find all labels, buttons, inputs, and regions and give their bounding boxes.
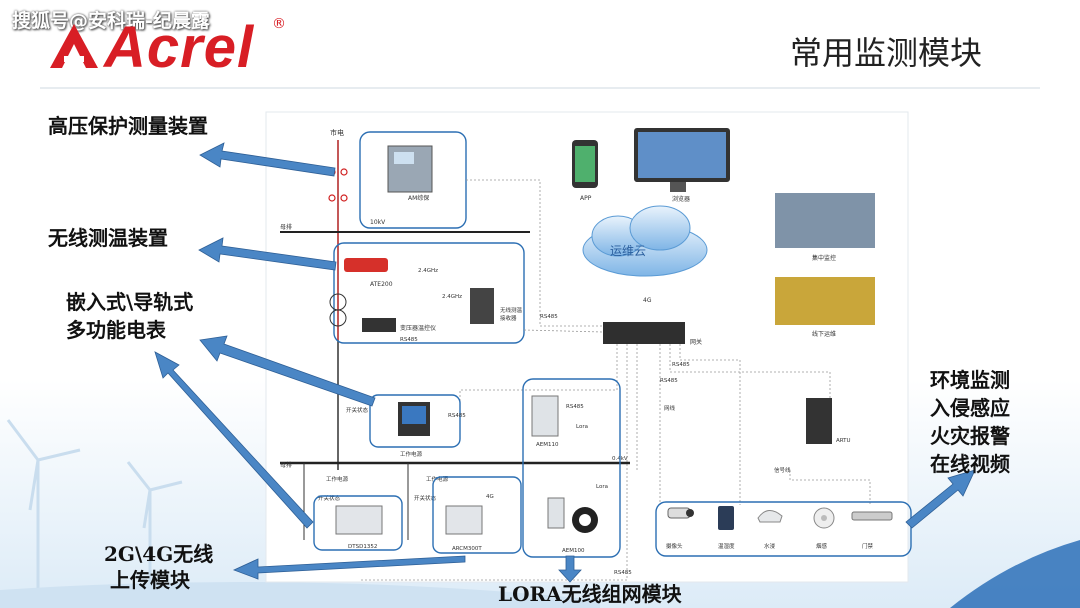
- rs485-label-6: RS485: [566, 404, 584, 410]
- busbar-label-top: 母排: [280, 223, 292, 231]
- mains-label: 市电: [330, 128, 344, 137]
- work-power-label-2: 工作电源: [326, 475, 349, 483]
- callout-wireless-line2: 上传模块: [110, 568, 190, 592]
- arrow-meter: [199, 335, 376, 407]
- sensors-box: [655, 501, 912, 557]
- gateway-device-icon: [603, 322, 685, 344]
- receiver-label-1: 无线测温: [500, 306, 523, 314]
- switch-state-label-3: 开关状态: [414, 494, 437, 502]
- arcm-meter-icon: [445, 505, 483, 535]
- busbar-label-bottom: 母排: [280, 461, 292, 469]
- callout-meter-line1: 嵌入式\导轨式: [66, 290, 194, 314]
- rs485-label-1: RS485: [400, 337, 418, 343]
- aem100-label: AEM100: [562, 548, 585, 554]
- receiver-label-2: 接收器: [500, 314, 517, 322]
- water-leak-icon: [757, 510, 783, 523]
- arrow-env: [905, 469, 976, 529]
- offline-label: 线下运维: [812, 330, 836, 338]
- diagram-canvas: [265, 111, 909, 583]
- arrow-hv: [199, 142, 336, 177]
- sensor-label-1: 温湿度: [718, 542, 735, 550]
- artu-label: ARTU: [836, 438, 851, 444]
- aem110-device-icon: [531, 395, 559, 437]
- watermark-text: 搜狐号@安科瑞-纪晨露: [12, 10, 210, 32]
- callout-wireless-temp: 无线测温装置: [48, 226, 168, 250]
- aem110-label: AEM110: [536, 442, 559, 448]
- artu-device-icon: [806, 398, 832, 444]
- rs485-label-7: RS485: [614, 570, 632, 576]
- dtsd-meter-icon: [335, 505, 383, 535]
- meter-box: [369, 394, 461, 448]
- dtsd-label: DTSD1352: [348, 544, 377, 550]
- rs485-label-4: RS485: [660, 378, 678, 384]
- arrow-meter-low: [154, 351, 314, 529]
- central-label: 集中监控: [812, 254, 836, 262]
- callout-env-line4: 在线视频: [930, 452, 1010, 476]
- lora-label-2: Lora: [596, 484, 608, 490]
- rs485-label-5: RS485: [448, 413, 466, 419]
- am-protection-label: AM综保: [408, 194, 429, 202]
- kv10-label: 10kV: [370, 219, 386, 226]
- registered-mark: ®: [272, 16, 286, 32]
- sensor-label-0: 摄像头: [666, 542, 683, 550]
- temp-humidity-icon: [718, 506, 734, 530]
- arcm-label: ARCM300T: [452, 546, 482, 552]
- arrow-lora: [558, 555, 582, 583]
- callout-env-line3: 火灾报警: [930, 424, 1010, 448]
- callout-lora: LORA无线组网模块: [498, 582, 682, 606]
- ate200-sensor-icon: [344, 258, 388, 272]
- wireless-temp-box: [333, 242, 525, 344]
- slide-title: 常用监测模块: [790, 34, 983, 72]
- offline-maintenance-photo: [775, 277, 875, 325]
- sensor-label-2: 水浸: [764, 542, 776, 550]
- switch-state-label-1: 开关状态: [346, 406, 369, 414]
- g4-label-2: 4G: [486, 494, 494, 500]
- sensor-label-3: 烟感: [816, 542, 828, 550]
- transformer-controller-icon: [362, 318, 396, 332]
- gateway-label: 网关: [690, 338, 702, 346]
- camera-icon: [667, 507, 694, 519]
- door-access-icon: [851, 511, 893, 521]
- switch-state-label-2: 开关状态: [318, 494, 341, 502]
- arcm-box: [432, 476, 522, 554]
- smoke-detector-icon: [813, 507, 835, 529]
- signal-line-label: 信号线: [774, 466, 791, 474]
- rs485-label-2: RS485: [540, 314, 558, 320]
- browser-label: 浏览器: [672, 195, 690, 203]
- ghz-label-2: 2.4GHz: [442, 294, 462, 300]
- brand-logo-text: Acrel: [104, 15, 255, 80]
- lora-label-1: Lora: [576, 424, 588, 430]
- work-power-label-1: 工作电源: [400, 450, 423, 458]
- rs485-label-3: RS485: [672, 362, 690, 368]
- callout-meter-line2: 多功能电表: [66, 318, 166, 342]
- acrel-logo-icon: [50, 24, 98, 68]
- g4-label: 4G: [643, 297, 652, 304]
- dtsd-box: [313, 495, 403, 551]
- callout-env-line1: 环境监测: [930, 368, 1010, 392]
- transformer-ctrl-label: 变压器温控仪: [400, 324, 436, 332]
- network-line-label: 网线: [664, 404, 676, 412]
- callout-hv-protection: 高压保护测量装置: [48, 114, 208, 138]
- receiver-device-icon: [470, 288, 494, 324]
- callout-env-line2: 入侵感应: [930, 396, 1010, 420]
- ate200-label: ATE200: [370, 281, 393, 288]
- arrow-wireless-temp: [198, 237, 337, 271]
- cloud-icon: [582, 205, 708, 277]
- app-label: APP: [580, 195, 592, 202]
- ghz-label-1: 2.4GHz: [418, 268, 438, 274]
- sensor-label-4: 门禁: [862, 542, 874, 550]
- arrow-wireless-upload: [232, 555, 466, 580]
- cloud-label: 运维云: [610, 244, 646, 258]
- work-power-label-3: 工作电源: [426, 475, 449, 483]
- wind-turbine-icon: [6, 419, 183, 608]
- central-monitor-photo: [775, 193, 875, 248]
- callout-wireless-line1: 2G\4G无线: [104, 542, 214, 566]
